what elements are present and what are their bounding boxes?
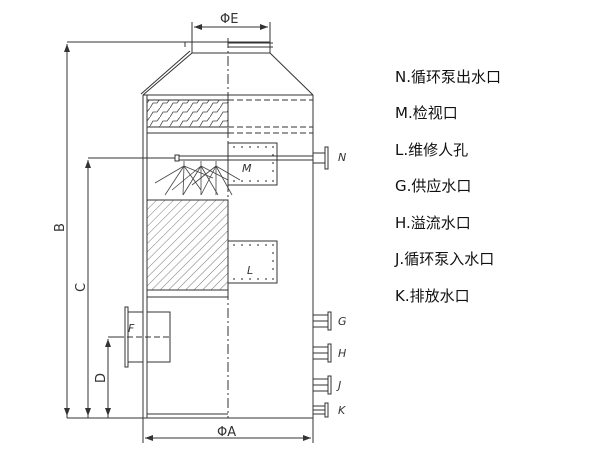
inspection-port-M: M: [227, 142, 278, 186]
nozzle-H: H: [312, 343, 346, 363]
nozzle-J: J: [312, 375, 341, 395]
dim-C: C: [74, 283, 89, 292]
label-H: H: [338, 347, 346, 360]
label-G: G: [338, 315, 347, 328]
label-K: K: [338, 404, 346, 417]
mist-eliminator: [146, 99, 313, 134]
dim-E: ΦE: [220, 12, 238, 27]
label-N: N: [338, 151, 346, 164]
tower-cone: [140, 50, 314, 96]
label-L: L: [247, 264, 253, 277]
label-J: J: [336, 379, 341, 392]
nozzle-G: G: [312, 311, 347, 331]
packing-layer: [146, 199, 229, 298]
dim-D: D: [94, 373, 109, 383]
legend-item-M: M.检视口: [395, 104, 458, 122]
dimension-lines: ΦE ΦA B C D: [53, 12, 314, 443]
nozzle-K: K: [312, 402, 346, 418]
manhole-L: L: [227, 240, 278, 284]
legend-item-K: K.排放水口: [395, 287, 470, 305]
top-outlet-collar: [184, 41, 273, 54]
dim-B: B: [53, 223, 68, 232]
dim-A: ΦA: [217, 425, 236, 440]
label-F: F: [128, 322, 135, 335]
legend-item-N: N.循环泵出水口: [395, 68, 501, 86]
legend-item-H: H.溢流水口: [395, 214, 471, 232]
label-M: M: [242, 162, 252, 175]
legend-item-J: J.循环泵入水口: [395, 250, 495, 268]
legend-item-L: L.维修人孔: [395, 141, 469, 159]
spray-header-N: N: [154, 146, 346, 196]
legend-item-G: G.供应水口: [395, 177, 472, 195]
gas-inlet-F: F: [118, 306, 172, 368]
